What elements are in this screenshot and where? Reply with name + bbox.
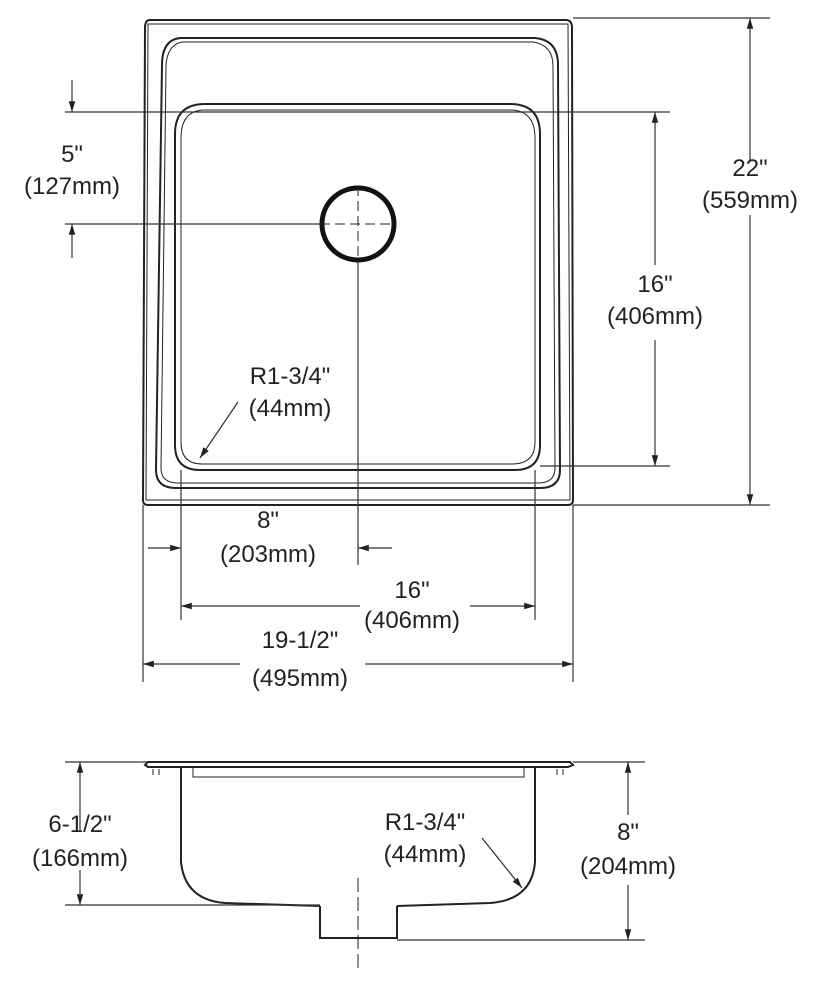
bowl-width-imperial: 16" (394, 577, 429, 604)
bowl-outline (174, 103, 541, 471)
overall-depth-metric: (559mm) (702, 187, 798, 214)
bowl-width-metric: (406mm) (364, 607, 460, 634)
side-view: 6-1/2" (166mm) R1-3/4" (44mm) 8" (204mm) (32, 761, 676, 970)
drain-center-imperial: 8" (257, 507, 279, 534)
overall-height-imperial: 8" (617, 819, 639, 846)
overall-height-metric: (204mm) (580, 853, 676, 880)
overall-width-imperial: 19-1/2" (262, 627, 339, 654)
drain-offset-imperial: 5" (61, 141, 83, 168)
drain-offset-metric: (127mm) (24, 173, 120, 200)
bowl-height-metric: (166mm) (32, 845, 128, 872)
side-corner-radius-imperial: R1-3/4" (385, 809, 466, 836)
bowl-depth-metric: (406mm) (607, 303, 703, 330)
drain-center-metric: (203mm) (220, 541, 316, 568)
overall-depth-imperial: 22" (732, 155, 767, 182)
side-corner-radius-metric: (44mm) (384, 841, 467, 868)
corner-radius-imperial: R1-3/4" (250, 363, 331, 390)
sink-side-bowl (180, 767, 536, 907)
bowl-depth-imperial: 16" (637, 271, 672, 298)
sink-inner-rim (154, 37, 562, 489)
top-view: 5" (127mm) 22" (559mm) 16" (406mm) R1-3/… (24, 17, 798, 692)
overall-width-metric: (495mm) (252, 665, 348, 692)
bowl-height-imperial: 6-1/2" (48, 811, 111, 838)
sink-outer-rim (141, 19, 575, 506)
sink-side-rim (143, 761, 575, 768)
corner-radius-metric: (44mm) (249, 395, 332, 422)
